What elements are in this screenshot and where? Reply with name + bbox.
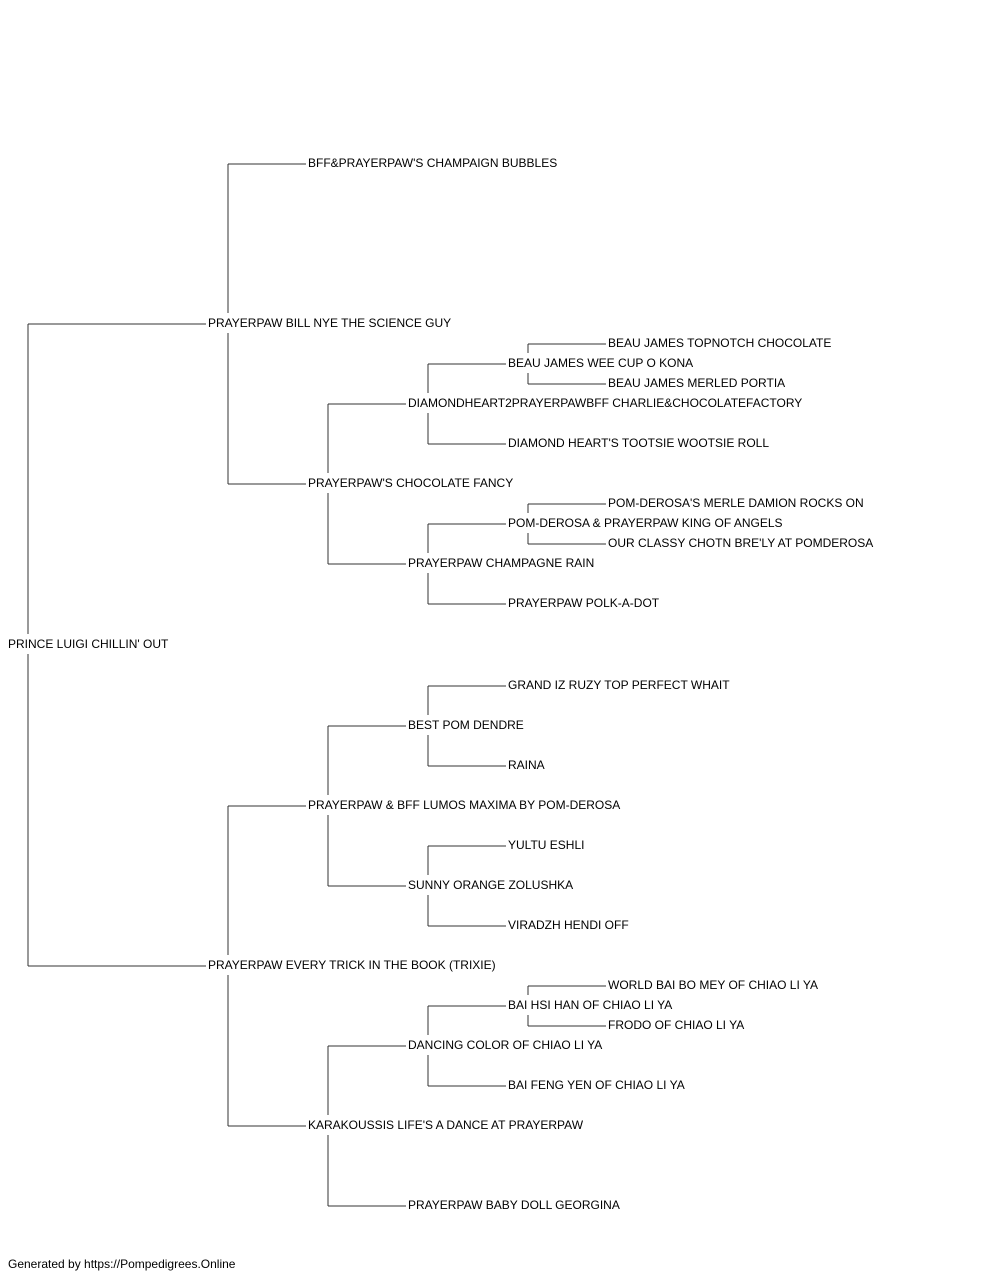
dog-name: BEST POM DENDRE [408,718,524,732]
dog-name: POM-DEROSA & PRAYERPAW KING OF ANGELS [508,516,783,530]
dog-name: SUNNY ORANGE ZOLUSHKA [408,878,573,892]
dog-name: PRAYERPAW BABY DOLL GEORGINA [408,1198,620,1212]
dog-name: WORLD BAI BO MEY OF CHIAO LI YA [608,978,818,992]
dog-name: PRAYERPAW BILL NYE THE SCIENCE GUY [208,316,451,330]
dog-name: POM-DEROSA'S MERLE DAMION ROCKS ON [608,496,864,510]
dog-name: DIAMOND HEART'S TOOTSIE WOOTSIE ROLL [508,436,769,450]
dog-name: PRAYERPAW CHAMPAGNE RAIN [408,556,594,570]
dog-name: FRODO OF CHIAO LI YA [608,1018,744,1032]
dog-name: DANCING COLOR OF CHIAO LI YA [408,1038,602,1052]
dog-name: KARAKOUSSIS LIFE'S A DANCE AT PRAYERPAW [308,1118,584,1132]
dog-name: DIAMONDHEART2PRAYERPAWBFF CHARLIE&CHOCOL… [408,396,802,410]
dog-name: BEAU JAMES WEE CUP O KONA [508,356,693,370]
dog-name: BFF&PRAYERPAW'S CHAMPAIGN BUBBLES [308,156,557,170]
dog-name: PRINCE LUIGI CHILLIN' OUT [8,637,169,651]
dog-name: PRAYERPAW EVERY TRICK IN THE BOOK (TRIXI… [208,958,496,972]
dog-name: BEAU JAMES MERLED PORTIA [608,376,785,390]
dog-name: YULTU ESHLI [508,838,584,852]
dog-name: BEAU JAMES TOPNOTCH CHOCOLATE [608,336,831,350]
dog-name: BAI HSI HAN OF CHIAO LI YA [508,998,672,1012]
dog-name: VIRADZH HENDI OFF [508,918,629,932]
footer-credit: Generated by https://Pompedigrees.Online [8,1257,236,1271]
dog-name: BAI FENG YEN OF CHIAO LI YA [508,1078,685,1092]
dog-name: PRAYERPAW & BFF LUMOS MAXIMA BY POM-DERO… [308,798,620,812]
dog-name: GRAND IZ RUZY TOP PERFECT WHAIT [508,678,730,692]
dog-name: PRAYERPAW'S CHOCOLATE FANCY [308,476,513,490]
dog-name: OUR CLASSY CHOTN BRE'LY AT POMDEROSA [608,536,873,550]
dog-name: RAINA [508,758,545,772]
dog-name: PRAYERPAW POLK-A-DOT [508,596,660,610]
